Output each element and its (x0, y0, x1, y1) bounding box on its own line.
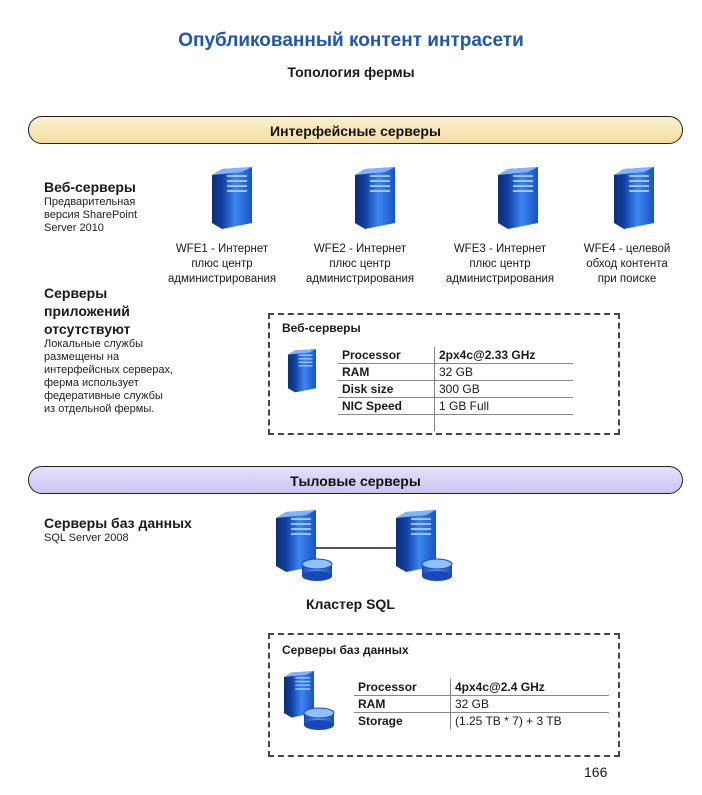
app-servers-label: Серверы приложений отсутствуют Локальные… (44, 284, 173, 416)
wfe1-caption-line: администрирования (167, 273, 277, 285)
web-servers-heading: Веб-серверы (44, 179, 136, 195)
table-row: Storage (1.25 TB * 7) + 3 TB (354, 712, 609, 729)
spec-key-empty (338, 414, 435, 431)
wfe3-server-icon (498, 167, 538, 229)
spec-value: (1.25 TB * 7) + 3 TB (455, 714, 562, 728)
spec-key: Disk size (338, 380, 435, 398)
page-subtitle: Топология фермы (287, 64, 415, 80)
table-row (338, 414, 574, 432)
spec-key: Storage (354, 712, 451, 729)
wfe2-caption-line: WFE2 - Интернет (313, 243, 407, 255)
db-servers-spec-box: Серверы баз данных Processor 4px4c@2.4 G… (268, 633, 620, 757)
web-spec-server-icon (288, 349, 316, 393)
table-row: NIC Speed 1 GB Full (338, 397, 573, 415)
wfe4-caption: WFE4 - целевой обход контента при поиске (568, 242, 686, 287)
spec-value: 2px4c@2.33 GHz (434, 347, 573, 364)
app-servers-desc-line: Локальные службы (44, 338, 144, 350)
wfe3-caption-line: администрирования (445, 273, 555, 285)
app-servers-desc-line: ферма использует (44, 377, 139, 389)
web-servers-desc-line: версия SharePoint (44, 209, 138, 221)
spec-value: 1 GB Full (434, 397, 573, 415)
table-row: Processor 4px4c@2.4 GHz (354, 679, 609, 696)
wfe2-caption-line: администрирования (305, 273, 415, 285)
page-number: 166 (584, 764, 608, 780)
wfe3-caption: WFE3 - Интернет плюс центр администриров… (430, 242, 570, 287)
wfe4-caption-line: WFE4 - целевой (583, 243, 671, 255)
db-servers-heading: Серверы баз данных (44, 515, 192, 531)
app-servers-heading: отсутствуют (44, 321, 131, 337)
front-end-band: Интерфейсные серверы (28, 116, 683, 144)
web-servers-label: Веб-серверы Предварительная версия Share… (44, 178, 137, 235)
wfe3-caption-line: плюс центр (469, 258, 531, 270)
app-servers-heading: Серверы (44, 285, 108, 301)
table-row: Disk size 300 GB (338, 380, 573, 398)
web-spec-table: Processor 2px4c@2.33 GHz RAM 32 GB Disk … (338, 347, 573, 431)
wfe1-caption-line: WFE1 - Интернет (175, 243, 269, 255)
sql-disk-1-icon (301, 558, 333, 582)
wfe2-caption-line: плюс центр (329, 258, 391, 270)
sql-cluster-label: Кластер SQL (306, 596, 395, 612)
wfe4-caption-line: обход контента (586, 258, 668, 270)
page-title: Опубликованный контент интрасети (178, 30, 524, 51)
table-row: RAM 32 GB (338, 363, 573, 381)
sql-disk-2-icon (421, 558, 453, 582)
spec-value: 32 GB (450, 695, 609, 713)
sql-cluster-diagram (276, 510, 453, 582)
spec-key: RAM (338, 363, 435, 381)
db-servers-label: Серверы баз данных SQL Server 2008 (44, 514, 192, 545)
spec-key: Processor (354, 679, 451, 696)
spec-key: RAM (354, 695, 451, 713)
spec-key: Processor (338, 347, 435, 364)
wfe2-server-icon (355, 167, 395, 229)
spec-value: 300 GB (434, 380, 573, 398)
spec-value-empty (435, 415, 574, 432)
wfe4-caption-line: при поиске (597, 273, 657, 285)
app-servers-desc-line: из отдельной фермы. (44, 403, 155, 415)
back-end-band: Тыловые серверы (28, 466, 683, 494)
db-servers-desc: SQL Server 2008 (44, 532, 129, 544)
wfe4-server-icon (614, 167, 654, 229)
web-servers-spec-box: Веб-серверы Processor 2px4c@2.33 GHz RAM… (268, 313, 620, 435)
wfe1-caption: WFE1 - Интернет плюс центр администриров… (152, 242, 292, 287)
wfe1-server-icon (212, 167, 252, 229)
web-servers-desc-line: Server 2010 (44, 222, 104, 234)
wfe3-caption-line: WFE3 - Интернет (453, 243, 547, 255)
db-spec-table: Processor 4px4c@2.4 GHz RAM 32 GB Storag… (354, 679, 609, 729)
web-spec-box-title: Веб-серверы (282, 321, 361, 335)
spec-key: NIC Speed (338, 397, 435, 415)
table-row: RAM 32 GB (354, 695, 609, 713)
app-servers-desc-line: интерфейсных серверах, (44, 364, 174, 376)
db-spec-box-title: Серверы баз данных (282, 643, 409, 657)
db-spec-server-icon (284, 671, 335, 731)
wfe1-caption-line: плюс центр (191, 258, 253, 270)
spec-value: 32 GB (434, 363, 573, 381)
app-servers-desc-line: федеративные службы (44, 390, 163, 402)
spec-value: 4px4c@2.4 GHz (450, 679, 609, 696)
web-servers-desc-line: Предварительная (44, 196, 136, 208)
table-row: Processor 2px4c@2.33 GHz (338, 347, 573, 364)
app-servers-heading: приложений (44, 303, 130, 319)
wfe2-caption: WFE2 - Интернет плюс центр администриров… (290, 242, 430, 287)
app-servers-desc-line: размещены на (44, 351, 120, 363)
